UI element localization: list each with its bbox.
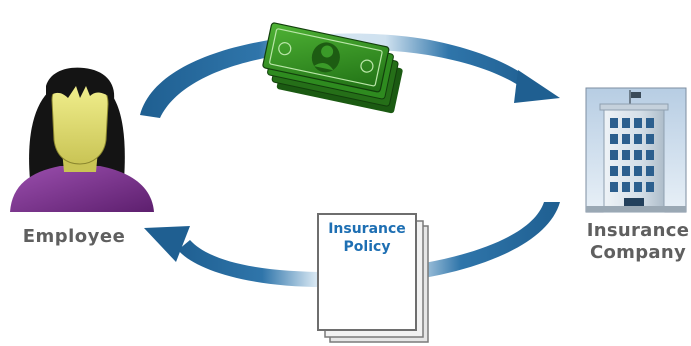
- policy-title: Insurance Policy: [318, 220, 416, 256]
- company-label: Insurance Company: [585, 220, 691, 264]
- policy-title-line1: Insurance: [328, 221, 406, 237]
- company-label-line1: Insurance: [586, 220, 690, 241]
- policy-arrow: [144, 202, 560, 288]
- document-icon: [317, 213, 429, 343]
- money-stack-icon: [262, 22, 403, 114]
- person-icon: [10, 67, 154, 212]
- office-building-icon: [585, 87, 687, 213]
- employee-label: Employee: [22, 226, 126, 247]
- company-label-line2: Company: [589, 242, 686, 263]
- payment-arrow: [140, 33, 560, 118]
- policy-title-line2: Policy: [343, 239, 391, 255]
